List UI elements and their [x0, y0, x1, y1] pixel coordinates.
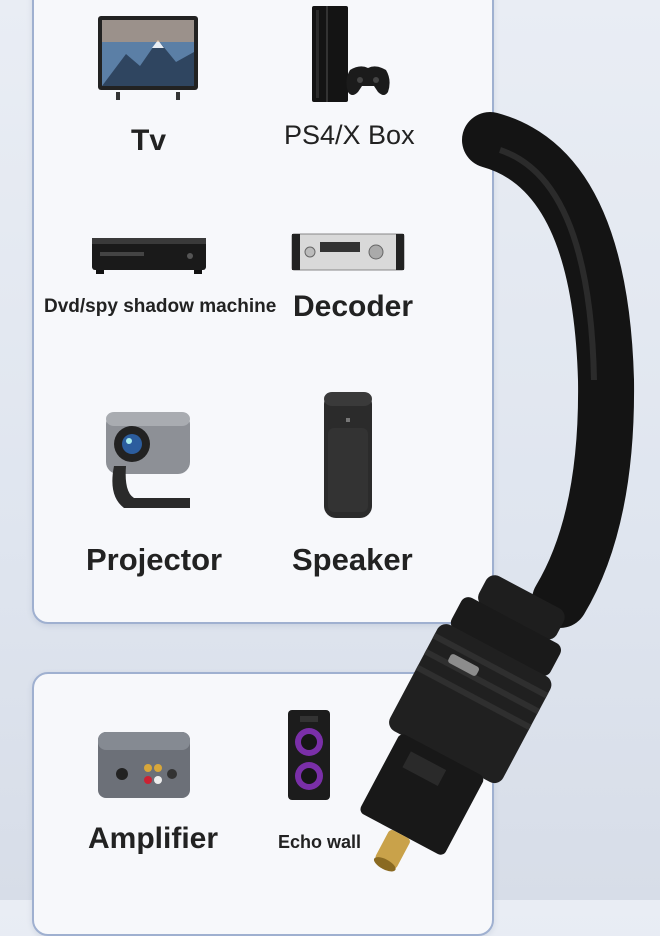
device-label-console: PS4/X Box	[284, 120, 415, 150]
device-label-echo: Echo wall	[278, 832, 362, 852]
dvd-player-icon	[90, 232, 210, 283]
device-label-dvd: Dvd/spy shadow machine	[44, 296, 277, 317]
amplifier-icon	[96, 724, 196, 809]
device-label-decoder: Decoder	[293, 290, 414, 323]
device-label-projector: Projector	[86, 542, 223, 577]
optical-cable-icon	[360, 112, 635, 872]
tv-icon	[96, 14, 200, 109]
devices-panel-top	[32, 0, 494, 624]
projector-icon	[100, 406, 200, 521]
game-console-icon	[304, 4, 394, 109]
decoder-icon	[290, 230, 406, 281]
device-label-tv: Tv	[131, 124, 167, 157]
device-label-amplifier: Amplifier	[88, 822, 219, 855]
smart-speaker-icon	[318, 388, 378, 527]
party-speaker-icon	[284, 708, 334, 807]
device-label-speaker: Speaker	[292, 542, 413, 577]
